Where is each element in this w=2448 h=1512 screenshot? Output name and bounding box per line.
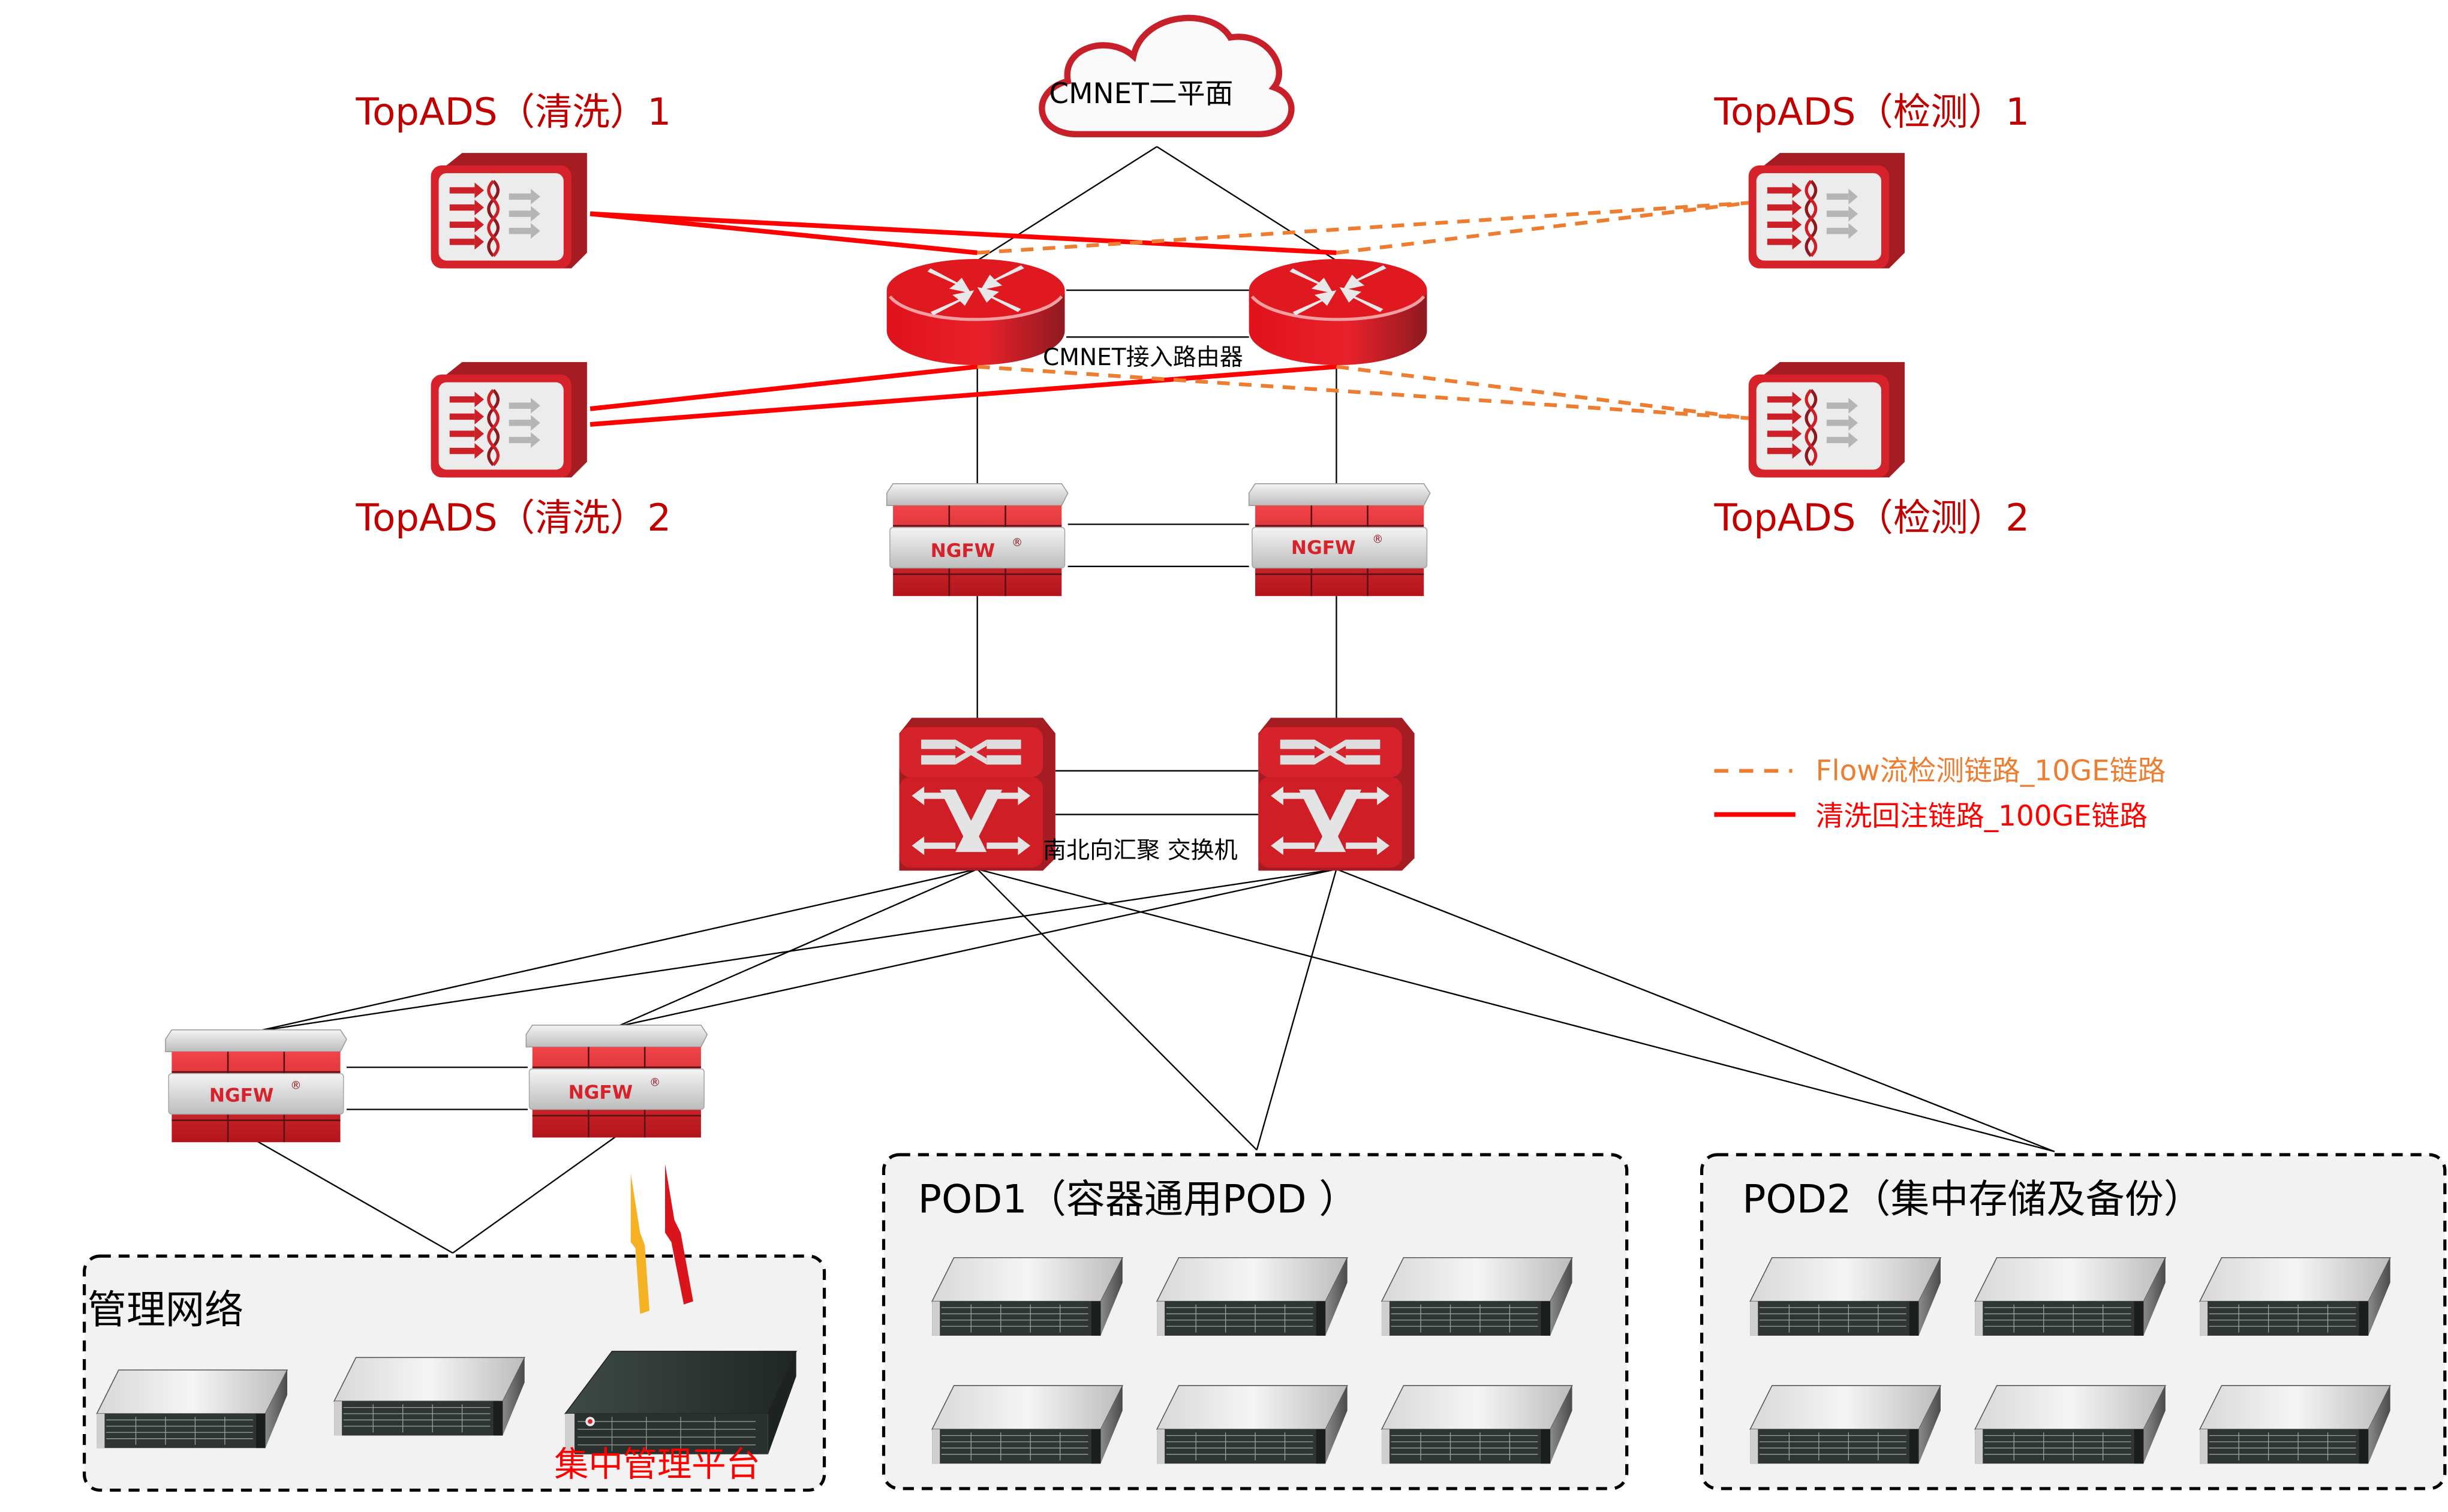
zone-pod1: POD1（容器通用POD ）: [882, 1153, 1629, 1490]
firewall-badge: NGFW: [931, 540, 996, 562]
router-icon[interactable]: [887, 259, 1065, 365]
zone-pod2-title: POD2（集中存储及备份）: [1742, 1177, 2203, 1222]
topads-detect-2[interactable]: TopADS（检测）2: [1713, 362, 2029, 540]
server-icon[interactable]: [1749, 1257, 1942, 1337]
server-icon[interactable]: [2199, 1384, 2391, 1465]
switch-icon[interactable]: [1258, 718, 1415, 871]
link-lowfw1-mgmt: [255, 1140, 453, 1254]
server-icon[interactable]: [1381, 1257, 1573, 1337]
ddos-appliance-icon: [1749, 153, 1905, 269]
router-label: CMNET接入路由器: [1043, 344, 1243, 371]
legend-label-flow: Flow流检测链路_10GE链路: [1816, 755, 2166, 787]
zone-management-title: 管理网络: [88, 1288, 243, 1333]
link-cloud-router2: [1156, 146, 1337, 261]
ddos-appliance-icon: [431, 362, 587, 478]
zone-pod1-title: POD1（容器通用POD ）: [918, 1177, 1358, 1222]
firewall-badge-mark: ®: [649, 1076, 660, 1089]
topads-clean-1-label: TopADS（清洗）1: [356, 90, 672, 134]
server-icon[interactable]: [2199, 1257, 2391, 1337]
lightning-icon: [630, 1164, 693, 1314]
firewall-badge: NGFW: [569, 1082, 633, 1103]
server-icon[interactable]: [1156, 1257, 1348, 1337]
server-icon[interactable]: [1381, 1384, 1573, 1465]
management-platform-label: 集中管理平台: [554, 1444, 760, 1484]
topads-clean-1[interactable]: TopADS（清洗）1: [356, 90, 672, 268]
server-icon[interactable]: [1974, 1257, 2167, 1337]
topads-clean-2-label: TopADS（清洗）2: [356, 496, 672, 540]
server-icon[interactable]: [1749, 1384, 1942, 1465]
router-icon[interactable]: [1249, 259, 1427, 365]
link-lowfw2-mgmt: [452, 1135, 617, 1254]
switch-icon[interactable]: [899, 718, 1055, 871]
server-icon[interactable]: [931, 1384, 1124, 1465]
server-icon[interactable]: [333, 1357, 526, 1436]
legend-label-scrubbing: 清洗回注链路_100GE链路: [1816, 800, 2148, 833]
zone-management: 管理网络 集中管理平台: [82, 1254, 826, 1492]
firewall-lower-1[interactable]: NGFW ®: [164, 1029, 348, 1143]
firewall-lower-2[interactable]: NGFW ®: [525, 1024, 708, 1138]
legend: Flow流检测链路_10GE链路 清洗回注链路_100GE链路: [1714, 755, 2166, 833]
topads-detect-1-label: TopADS（检测）1: [1713, 90, 2029, 134]
server-icon[interactable]: [96, 1369, 288, 1449]
server-icon[interactable]: [931, 1257, 1124, 1337]
firewall-badge-mark: ®: [1012, 537, 1022, 549]
firewall-badge-mark: ®: [290, 1080, 301, 1092]
switch-label: 南北向汇聚 交换机: [1043, 837, 1238, 864]
links-layer: [255, 146, 2055, 1254]
firewall-badge: NGFW: [1291, 537, 1356, 559]
management-server-icon[interactable]: [564, 1350, 797, 1456]
server-icon[interactable]: [1156, 1384, 1348, 1465]
cloud-cmnet[interactable]: CMNET二平面: [1039, 14, 1295, 138]
ddos-appliance-icon: [431, 153, 587, 269]
switch-fanout-links: [255, 868, 2055, 1152]
firewall-badge: NGFW: [209, 1085, 274, 1106]
flow-detection-links: [977, 201, 1749, 420]
topads-clean-2[interactable]: TopADS（清洗）2: [356, 362, 672, 540]
link-cloud-router1: [977, 146, 1157, 261]
scrubbing-links: [590, 211, 1337, 427]
ddos-appliance-icon: [1749, 362, 1905, 478]
firewall-upper-1[interactable]: NGFW ®: [886, 483, 1069, 597]
topads-detect-1[interactable]: TopADS（检测）1: [1713, 90, 2029, 268]
firewall-upper-2[interactable]: NGFW ®: [1248, 483, 1431, 597]
zone-pod2: POD2（集中存储及备份）: [1700, 1153, 2447, 1490]
cloud-label: CMNET二平面: [1049, 78, 1233, 110]
topads-detect-2-label: TopADS（检测）2: [1713, 496, 2029, 540]
server-icon[interactable]: [1974, 1384, 2167, 1465]
firewall-badge-mark: ®: [1372, 534, 1383, 546]
cloud-icon: [1039, 14, 1295, 138]
